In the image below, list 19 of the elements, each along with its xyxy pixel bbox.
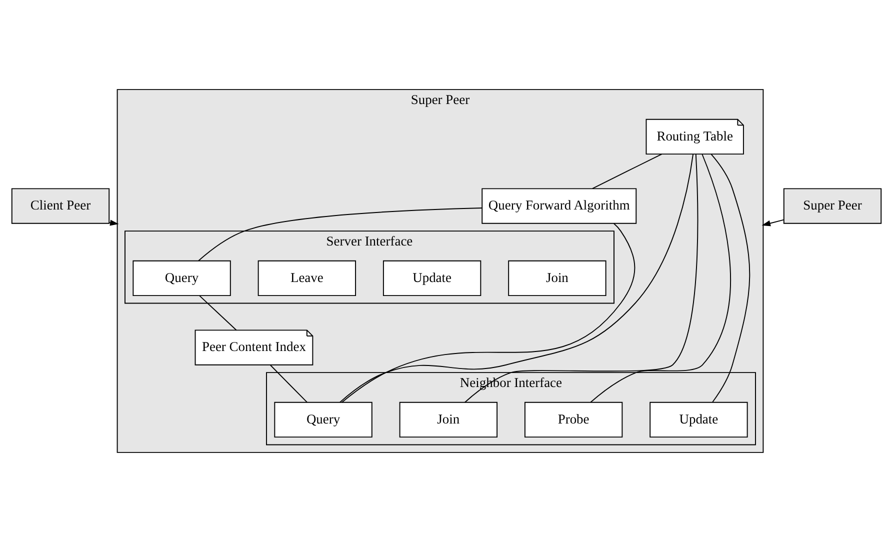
node-box: Update [382,260,482,296]
connector [198,208,482,262]
node-box: Query [274,402,372,438]
node-box: Client Peer [11,188,110,224]
node-box: Super Peer [783,188,882,224]
node-box: Query Forward Algorithm [482,188,637,224]
connector [199,295,237,331]
connector [710,154,750,402]
connector [340,154,694,403]
connector [590,154,731,403]
node-box: Join [508,260,606,296]
node-box: Leave [258,260,356,296]
node-box: Query [132,260,231,296]
node-box: Update [650,402,748,438]
connector [592,154,662,189]
arrow [762,219,784,226]
connector [464,154,698,403]
node-box: Join [399,402,498,438]
node-box: Probe [524,402,623,438]
